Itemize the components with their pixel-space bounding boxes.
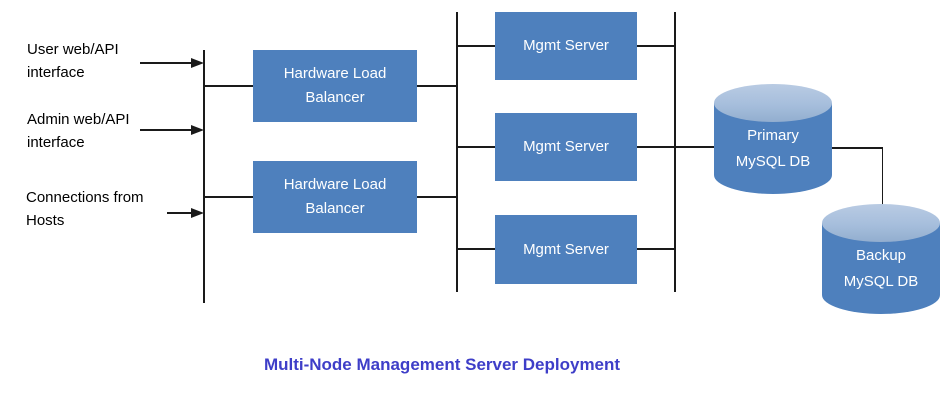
arrow-user-shaft (140, 62, 193, 64)
connector-bus-primarydb (674, 146, 715, 148)
primary-mysql-db-cylinder-icon: Primary MySQL DB (714, 84, 832, 194)
node-label: Mgmt Server (523, 37, 609, 54)
connector-mgmt1-bus (636, 45, 676, 47)
cylinder-bottom (822, 276, 940, 314)
connector-primary-backup-vertical (881, 147, 883, 209)
connector-bus-mgmt2 (456, 146, 496, 148)
arrow-user-head-icon (191, 58, 204, 68)
connector-bus-mgmt1 (456, 45, 496, 47)
cylinder-top (714, 84, 832, 122)
connector-lb1-bus (417, 85, 457, 87)
connector-bus-lb2 (203, 196, 254, 198)
cylinder-top (822, 204, 940, 242)
lb-to-server-bus-line (456, 12, 458, 292)
hardware-load-balancer-1: Hardware Load Balancer (253, 50, 417, 122)
primary-db-label: Primary MySQL DB (714, 103, 832, 194)
connector-primary-backup-horizontal (832, 147, 883, 149)
connector-bus-lb1 (203, 85, 254, 87)
db-type: MySQL DB (735, 152, 811, 170)
label-line: Hosts (26, 212, 65, 229)
node-label: Hardware Load Balancer (283, 65, 387, 106)
db-name: Backup (855, 246, 907, 264)
mgmt-server-1: Mgmt Server (495, 12, 637, 80)
label-host-connections: Connections from Hosts (26, 186, 144, 232)
label-line: User web/API (27, 41, 119, 58)
cylinder-bottom (714, 156, 832, 194)
label-admin-interface: Admin web/API interface (27, 108, 130, 154)
label-line: Admin web/API (27, 111, 130, 128)
label-line: interface (27, 64, 85, 81)
db-name: Primary (747, 126, 799, 144)
label-line: Connections from (26, 189, 144, 206)
connector-lb2-bus (417, 196, 457, 198)
node-label: Mgmt Server (523, 240, 609, 258)
mgmt-server-3: Mgmt Server (495, 215, 637, 284)
arrow-hosts-shaft (167, 212, 193, 214)
arrow-admin-head-icon (191, 125, 204, 135)
mgmt-server-2: Mgmt Server (495, 113, 637, 181)
connector-mgmt3-bus (636, 248, 676, 250)
hardware-load-balancer-2: Hardware Load Balancer (253, 161, 417, 233)
backup-mysql-db-cylinder-icon: Backup MySQL DB (822, 204, 940, 314)
node-label: Mgmt Server (523, 138, 609, 155)
connector-mgmt2-bus (636, 146, 676, 148)
arrow-hosts-head-icon (191, 208, 204, 218)
server-to-db-bus-line (674, 12, 676, 292)
label-user-interface: User web/API interface (27, 38, 119, 84)
connector-bus-mgmt3 (456, 248, 496, 250)
input-bus-line (203, 50, 205, 303)
db-type: MySQL DB (843, 272, 919, 290)
node-label: Hardware Load Balancer (283, 176, 387, 217)
diagram-title: Multi-Node Management Server Deployment (263, 355, 621, 374)
label-line: interface (27, 134, 85, 151)
arrow-admin-shaft (140, 129, 193, 131)
backup-db-label: Backup MySQL DB (822, 223, 940, 314)
